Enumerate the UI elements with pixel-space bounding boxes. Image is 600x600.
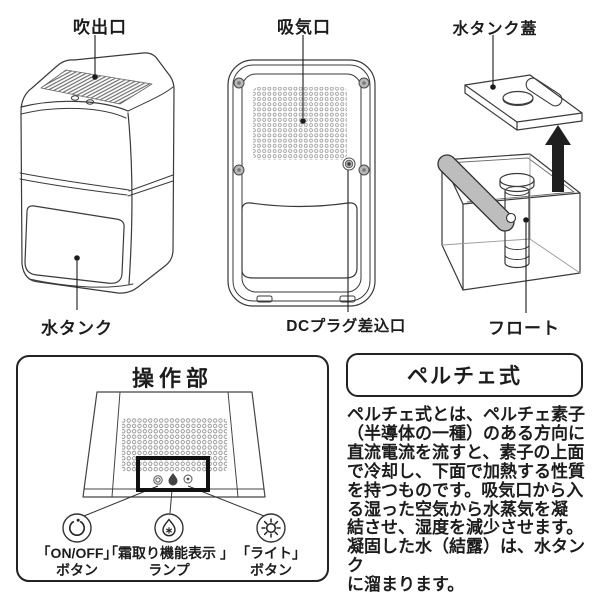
peltier-title-box: ペルチェ式	[346, 353, 583, 397]
operation-panel-box: 操作部	[16, 355, 329, 582]
arrow-up-icon	[545, 125, 571, 192]
tank-recess-outline	[241, 202, 358, 279]
control-area-highlight	[136, 456, 210, 492]
leader-dot	[300, 118, 306, 124]
top-button	[70, 95, 80, 101]
water-tank-outline	[24, 205, 125, 284]
power-icon	[62, 513, 92, 543]
label-water-tank: 水タンク	[41, 319, 113, 338]
float	[499, 172, 535, 269]
tank-view-illustration	[437, 35, 583, 313]
operation-panel-title: 操作部	[131, 366, 213, 391]
peltier-title: ペルチェ式	[407, 365, 522, 388]
top-button	[85, 99, 95, 105]
label-float: フロート	[488, 319, 560, 338]
defrost-lamp-label: 「霜取り機能表示 」 ランプ	[104, 545, 234, 578]
back-view-illustration	[227, 35, 376, 312]
callout-line	[169, 489, 173, 514]
operation-panel-illustration	[62, 391, 286, 543]
air-intake-grille	[253, 87, 347, 160]
leader-dot	[490, 84, 496, 90]
peltier-description: ペルチェ式とは、ペルチェ素子 （半導体の一種）のある方向に 直流電流を流すと、素…	[347, 405, 585, 595]
light-icon	[256, 513, 286, 543]
power-icon-small	[153, 475, 163, 485]
leader-dot	[92, 74, 98, 80]
label-air-outlet: 吹出口	[73, 18, 127, 37]
leader-dot	[74, 255, 80, 261]
label-dc-plug: DCプラグ差込口	[286, 318, 406, 335]
tank-lid	[464, 74, 583, 131]
dc-plug-socket	[342, 157, 356, 171]
label-tank-lid: 水タンク蓋	[452, 21, 538, 38]
leader-dot	[523, 217, 529, 223]
defrost-lamp-icon	[154, 513, 184, 543]
device-body-outline	[20, 52, 175, 294]
screw-icon	[233, 77, 370, 176]
defrost-icon-small	[168, 473, 178, 486]
foot	[256, 295, 273, 303]
light-icon-small	[183, 474, 193, 484]
front-view-illustration	[19, 35, 175, 310]
device-top-outline	[82, 391, 266, 498]
label-air-intake: 吸気口	[277, 18, 331, 37]
on-off-button-label: 「ON/OFF」 ボタン	[36, 545, 118, 578]
air-outlet-grille	[40, 69, 153, 105]
light-button-label: 「ライト」 ボタン	[236, 545, 306, 578]
device-back-outline	[227, 59, 376, 307]
